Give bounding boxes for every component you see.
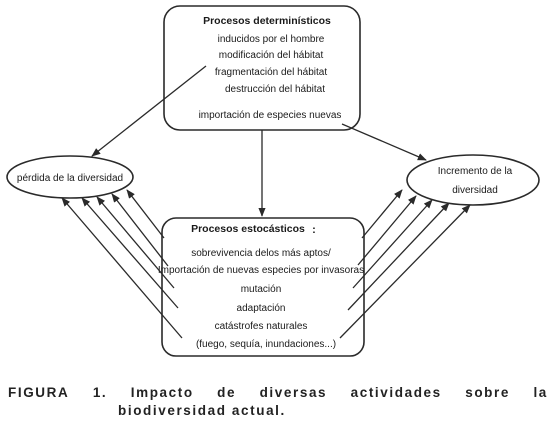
stochastic-item: Importación de nuevas especies por invas… — [158, 265, 364, 276]
diversity-loss-node: pérdida de la diversidad — [6, 155, 134, 199]
arrow-stochastic-to-loss — [96, 196, 175, 289]
caption-word: FIGURA — [8, 385, 70, 400]
arrow-stochastic-to-loss — [111, 193, 169, 267]
arrow-stochastic-to-loss — [81, 197, 179, 309]
arrow-stochastic-to-loss — [126, 189, 165, 239]
deterministic-item: fragmentación del hábitat — [215, 67, 328, 78]
stochastic-to-gain-arrows — [339, 189, 471, 339]
deterministic-item: importación de especies nuevas — [199, 110, 342, 121]
deterministic-processes-box: Procesos determinísticos inducidos por e… — [163, 5, 361, 131]
stochastic-item: catástrofes naturales — [215, 321, 308, 332]
caption-word: de — [217, 385, 237, 400]
deterministic-item: destrucción del hábitat — [225, 84, 325, 95]
stochastic-item: mutación — [241, 284, 282, 295]
diversity-gain-label-line1: Incremento de la — [438, 166, 513, 177]
caption-word: 1. — [92, 385, 108, 400]
deterministic-item: modificación del hábitat — [219, 50, 324, 61]
deterministic-item: inducidos por el hombre — [218, 34, 325, 45]
caption-line-1: FIGURA 1. Impacto de diversas actividade… — [8, 384, 548, 402]
caption-word: sobre — [465, 385, 510, 400]
stochastic-title-colon: : — [312, 224, 316, 236]
arrow-deterministic-to-gain — [341, 123, 427, 161]
stochastic-processes-box: Procesos estocásticos : sobrevivencia de… — [158, 217, 365, 357]
diversity-gain-node: Incremento de la diversidad — [406, 154, 540, 206]
arrow-stochastic-to-gain — [357, 195, 417, 266]
diversity-gain-label-line2: diversidad — [452, 185, 498, 196]
caption-word: la — [533, 385, 548, 400]
caption-line-2: biodiversidad actual. — [118, 403, 286, 418]
caption-word: diversas — [259, 385, 328, 400]
stochastic-item: (fuego, sequía, inundaciones...) — [196, 339, 336, 350]
stochastic-item: sobrevivencia delos más aptos/ — [191, 248, 331, 259]
arrow-deterministic-to-loss — [91, 65, 207, 157]
diversity-loss-label: pérdida de la diversidad — [17, 173, 123, 184]
stochastic-title: Procesos estocásticos — [191, 223, 305, 235]
arrow-stochastic-to-gain — [339, 204, 471, 339]
arrow-stochastic-to-gain — [347, 202, 450, 311]
arrow-stochastic-to-gain — [361, 189, 403, 239]
stochastic-to-loss-arrows — [61, 189, 183, 339]
deterministic-arrows — [91, 65, 427, 217]
diagram: Procesos determinísticos inducidos por e… — [6, 5, 540, 357]
arrow-stochastic-to-gain — [352, 199, 433, 289]
caption-word: Impacto — [130, 385, 194, 400]
figure-caption: FIGURA 1. Impacto de diversas actividade… — [8, 384, 548, 420]
stochastic-item: adaptación — [237, 303, 286, 314]
deterministic-title: Procesos determinísticos — [203, 15, 331, 27]
caption-word: actividades — [350, 385, 442, 400]
arrow-stochastic-to-loss — [61, 197, 183, 339]
